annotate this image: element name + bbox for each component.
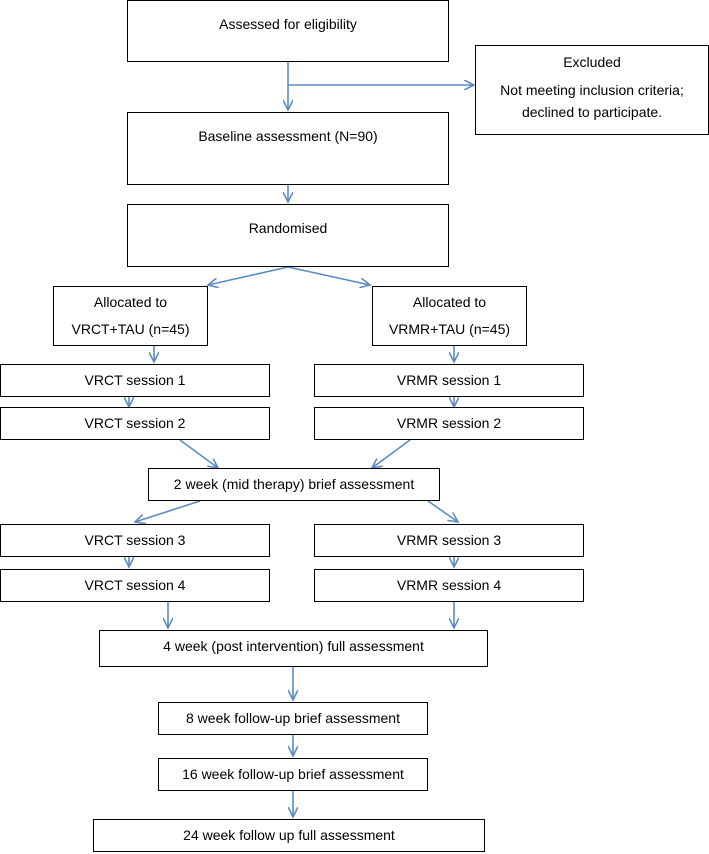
vrmr-session-1-box: VRMR session 1 <box>314 364 584 397</box>
post-intervention-assessment-box: 4 week (post intervention) full assessme… <box>99 630 488 667</box>
randomised-box: Randomised <box>127 204 449 267</box>
followup-16-week-box: 16 week follow-up brief assessment <box>158 758 428 791</box>
vrct-session-4-box: VRCT session 4 <box>0 569 270 602</box>
randomised-label: Randomised <box>248 220 328 236</box>
vrct-session-1-box: VRCT session 1 <box>0 364 270 397</box>
arrow-randomised-to-right-arm <box>287 266 370 285</box>
excluded-title: Excluded <box>563 54 621 70</box>
vrmr-session-2-label: VRMR session 2 <box>396 415 502 431</box>
excluded-reason-line1: Not meeting inclusion criteria; <box>500 82 684 98</box>
arrow-mid-to-right-session3 <box>427 500 458 522</box>
allocated-vrct-box: Allocated to VRCT+TAU (n=45) <box>53 286 208 346</box>
assessed-label: Assessed for eligibility <box>219 16 357 32</box>
followup-24-week-label: 24 week follow up full assessment <box>183 827 395 843</box>
mid-therapy-assessment-box: 2 week (mid therapy) brief assessment <box>148 468 440 501</box>
arrow-mid-to-left-session3 <box>135 500 201 522</box>
post-intervention-label: 4 week (post intervention) full assessme… <box>163 638 424 654</box>
arrow-left-session2-to-mid <box>179 439 218 468</box>
allocated-vrct-line1: Allocated to <box>93 294 168 310</box>
arrow-right-session2-to-mid <box>372 439 411 468</box>
allocated-vrct-line2: VRCT+TAU (n=45) <box>71 321 190 337</box>
allocated-vrmr-line2: VRMR+TAU (n=45) <box>388 321 511 337</box>
arrow-randomised-to-left-arm <box>208 266 289 285</box>
vrct-session-3-label: VRCT session 3 <box>84 532 186 548</box>
vrct-session-1-label: VRCT session 1 <box>84 372 186 388</box>
mid-therapy-label: 2 week (mid therapy) brief assessment <box>173 476 415 492</box>
vrct-session-2-box: VRCT session 2 <box>0 407 270 440</box>
assessed-for-eligibility-box: Assessed for eligibility <box>127 0 449 62</box>
followup-16-week-label: 16 week follow-up brief assessment <box>182 766 404 782</box>
excluded-reason-line2: declined to participate. <box>521 104 663 120</box>
vrmr-session-3-label: VRMR session 3 <box>396 532 502 548</box>
vrct-session-3-box: VRCT session 3 <box>0 524 270 557</box>
baseline-assessment-box: Baseline assessment (N=90) <box>127 112 449 185</box>
followup-8-week-box: 8 week follow-up brief assessment <box>158 702 428 735</box>
vrct-session-4-label: VRCT session 4 <box>84 577 186 593</box>
baseline-label: Baseline assessment (N=90) <box>198 128 378 144</box>
followup-24-week-box: 24 week follow up full assessment <box>93 819 485 852</box>
vrmr-session-4-box: VRMR session 4 <box>314 569 584 602</box>
vrmr-session-3-box: VRMR session 3 <box>314 524 584 557</box>
allocated-vrmr-box: Allocated to VRMR+TAU (n=45) <box>372 286 527 346</box>
vrmr-session-2-box: VRMR session 2 <box>314 407 584 440</box>
allocated-vrmr-line1: Allocated to <box>412 294 487 310</box>
vrmr-session-1-label: VRMR session 1 <box>396 372 502 388</box>
vrct-session-2-label: VRCT session 2 <box>84 415 186 431</box>
vrmr-session-4-label: VRMR session 4 <box>396 577 502 593</box>
excluded-box: Excluded Not meeting inclusion criteria;… <box>475 45 709 135</box>
followup-8-week-label: 8 week follow-up brief assessment <box>186 710 400 726</box>
